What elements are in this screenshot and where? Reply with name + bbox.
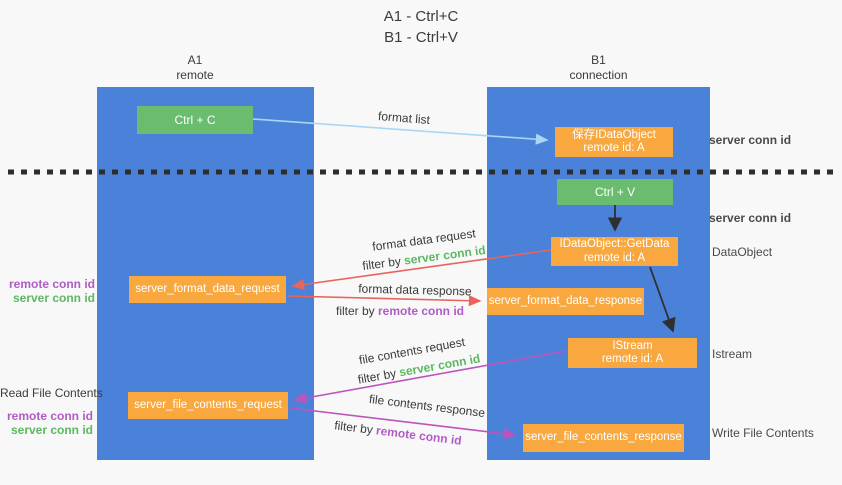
node-save-dataobject: 保存IDataObject remote id: A (555, 127, 673, 157)
server-conn-id-label-top: server conn id (709, 133, 792, 147)
node-istream-line2: remote id: A (601, 353, 664, 365)
node-idataobject-getdata: IDataObject::GetData remote id: A (551, 237, 678, 266)
format-data-response-arrow (287, 295, 482, 307)
node-ctrl-v: Ctrl + V (557, 179, 673, 205)
node-server-file-contents-request: server_file_contents_request (128, 392, 288, 419)
format-list-arrow (252, 118, 549, 145)
file-contents-response-arrow (289, 407, 517, 440)
remote-conn-id-label: remote conn id (8, 277, 95, 291)
filter-by-text: filter by (335, 304, 378, 318)
node-server-format-data-request: server_format_data_request (129, 276, 286, 303)
format-data-response-label: format data response (358, 281, 472, 299)
node-server-file-contents-response: server_file_contents_response (523, 424, 684, 452)
remote-conn-id-text: remote conn id (378, 304, 465, 318)
server-conn-id-label-mid: server conn id (709, 211, 792, 225)
node-file-request-label: server_file_contents_request (134, 398, 282, 411)
column-b1-role: connection (569, 68, 628, 82)
node-istream: IStream remote id: A (568, 338, 697, 368)
node-getdata-line1: IDataObject::GetData (559, 238, 670, 250)
node-save-dataobject-line2: remote id: A (583, 142, 645, 154)
diagram-title: A1 - Ctrl+C B1 - Ctrl+V (0, 6, 842, 48)
node-istream-line1: IStream (612, 339, 653, 352)
write-file-contents-label: Write File Contents (712, 426, 814, 440)
node-ctrl-c-label: Ctrl + C (174, 113, 216, 127)
left-conn-id-group-1: remote conn id server conn id (0, 277, 95, 305)
node-ctrl-v-label: Ctrl + V (594, 185, 636, 199)
column-header-a1: A1 remote (88, 53, 302, 83)
format-data-response-filter-label: filter by remote conn id (336, 304, 464, 318)
left-conn-id-group-2: remote conn id server conn id (0, 409, 93, 437)
server-conn-id-label: server conn id (10, 423, 93, 437)
title-line-1: A1 - Ctrl+C (383, 8, 459, 25)
getdata-to-istream-arrow (649, 266, 676, 333)
dataobject-label: DataObject (712, 245, 773, 259)
format-data-request-arrow (291, 249, 552, 290)
read-file-contents-label: Read File Contents (0, 386, 103, 400)
node-ctrl-c: Ctrl + C (137, 106, 253, 134)
node-getdata-line2: remote id: A (583, 251, 646, 264)
node-format-request-label: server_format_data_request (135, 282, 280, 295)
column-a1-id: A1 (187, 53, 203, 67)
file-contents-request-arrow (293, 350, 567, 404)
node-save-dataobject-line1: 保存IDataObject (572, 128, 656, 141)
server-conn-id-label: server conn id (12, 291, 95, 305)
istream-label: Istream (712, 347, 753, 361)
column-a1-role: remote (176, 68, 214, 82)
node-file-response-label: server_file_contents_response (525, 431, 682, 444)
remote-conn-id-label: remote conn id (6, 409, 93, 423)
node-server-format-data-response: server_format_data_response (487, 288, 644, 315)
title-line-2: B1 - Ctrl+V (384, 29, 458, 46)
column-b1-id: B1 (591, 53, 606, 67)
node-format-response-label: server_format_data_response (488, 294, 643, 307)
column-header-b1: B1 connection (487, 53, 710, 83)
